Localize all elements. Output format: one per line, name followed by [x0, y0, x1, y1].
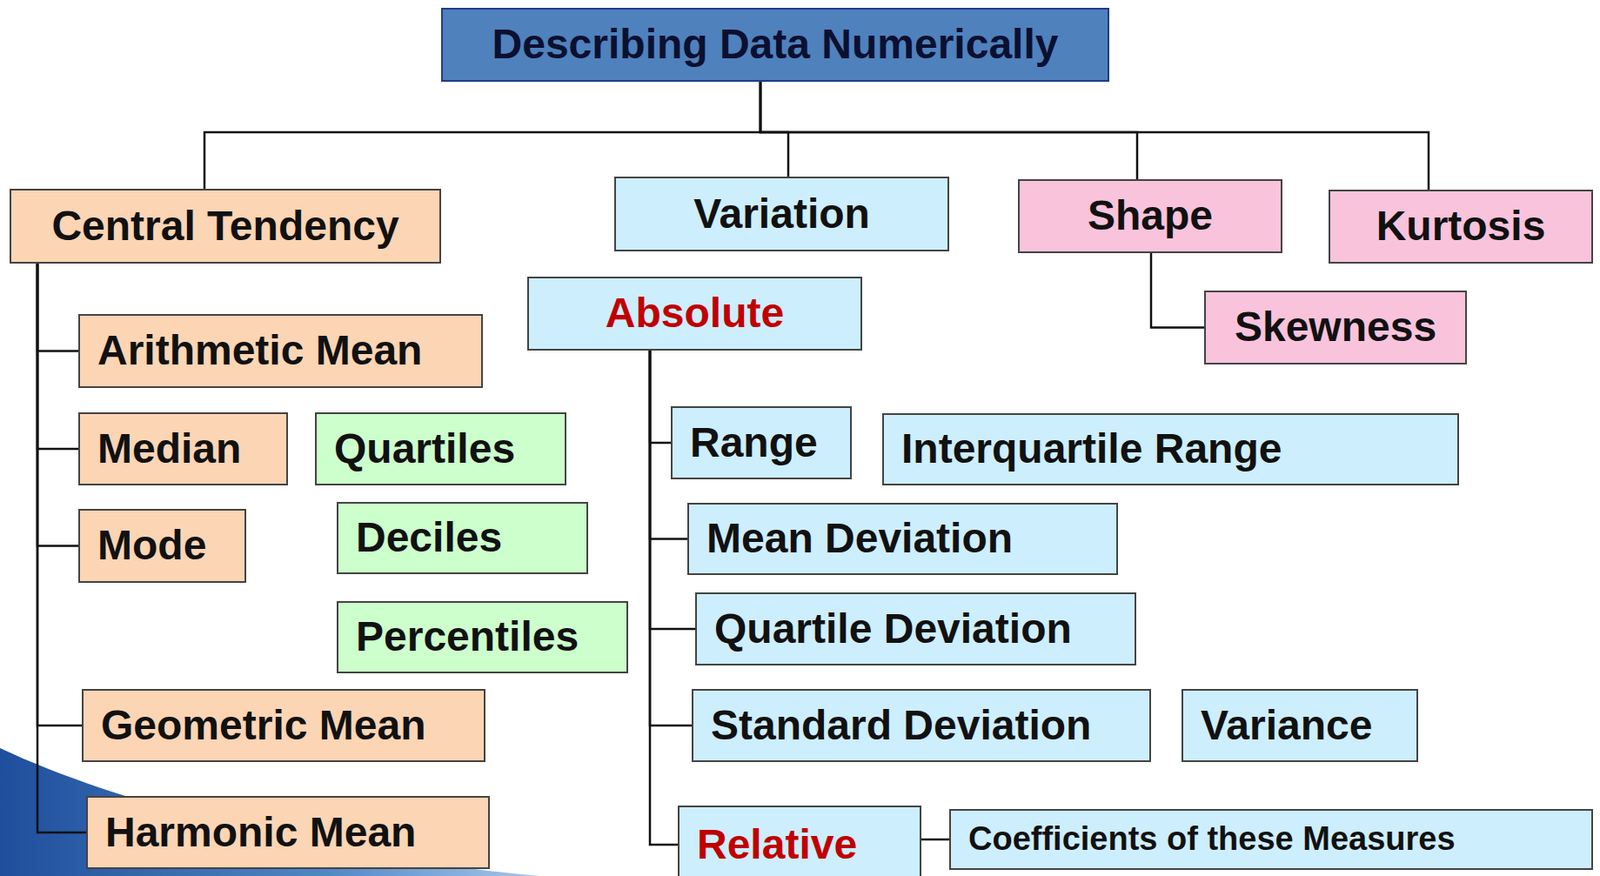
- node-label: Mode: [97, 522, 207, 570]
- measure-box: Harmonic Mean: [86, 796, 490, 870]
- group-box: Relative: [677, 805, 922, 876]
- tree-connector: [204, 81, 761, 189]
- measure-box: Coefficients of these Measures: [949, 809, 1594, 871]
- node-label: Range: [689, 420, 818, 467]
- node-label: Coefficients of these Measures: [968, 821, 1456, 858]
- node-label: Skewness: [1234, 304, 1437, 351]
- node-label: Geometric Mean: [100, 702, 426, 750]
- node-label: Interquartile Range: [901, 426, 1282, 473]
- node-label: Mean Deviation: [706, 515, 1013, 563]
- tree-connector: [37, 263, 79, 352]
- measure-box: Deciles: [336, 502, 589, 575]
- measure-box: Variance: [1181, 689, 1419, 763]
- node-label: Relative: [696, 822, 857, 869]
- measure-box: Median: [78, 412, 288, 486]
- measure-box: Skewness: [1204, 290, 1467, 365]
- measure-box: Standard Deviation: [691, 689, 1152, 763]
- measure-box: Percentiles: [336, 601, 629, 674]
- measure-box: Geometric Mean: [81, 689, 486, 763]
- node-label: Variation: [693, 191, 871, 238]
- node-label: Absolute: [605, 290, 784, 337]
- tree-connector: [1151, 253, 1205, 329]
- category-box: Variation: [614, 176, 950, 252]
- node-label: Deciles: [355, 515, 503, 562]
- measure-box: Arithmetic Mean: [78, 314, 483, 389]
- node-label: Shape: [1087, 193, 1213, 240]
- tree-connector: [760, 81, 789, 177]
- tree-connector: [649, 350, 671, 443]
- category-box: Shape: [1017, 179, 1283, 254]
- group-box: Absolute: [527, 276, 863, 351]
- node-label: Harmonic Mean: [105, 810, 416, 857]
- tree-connector: [37, 263, 79, 547]
- node-label: Kurtosis: [1376, 203, 1547, 250]
- tree-connector: [37, 263, 79, 449]
- node-label: Arithmetic Mean: [97, 328, 422, 375]
- measure-box: Range: [670, 406, 852, 480]
- node-label: Percentiles: [355, 614, 579, 661]
- category-box: Central Tendency: [9, 188, 442, 264]
- measure-box: Quartile Deviation: [695, 592, 1137, 666]
- category-box: Kurtosis: [1328, 189, 1594, 264]
- measure-box: Interquartile Range: [882, 413, 1460, 486]
- tree-connector: [760, 81, 1138, 180]
- node-label: Central Tendency: [51, 203, 399, 250]
- tree-connector: [37, 263, 82, 726]
- node-label: Variance: [1200, 702, 1373, 750]
- node-label: Describing Data Numerically: [492, 21, 1059, 68]
- measure-box: Mean Deviation: [687, 502, 1118, 576]
- swoosh-shape: [0, 748, 540, 876]
- node-label: Quartiles: [334, 426, 516, 473]
- measure-box: Mode: [78, 508, 247, 583]
- title-box: Describing Data Numerically: [441, 7, 1110, 82]
- tree-connector: [760, 81, 1429, 190]
- node-label: Median: [97, 426, 242, 473]
- node-label: Quartile Deviation: [714, 606, 1072, 653]
- tree-connector: [921, 838, 950, 842]
- node-label: Standard Deviation: [710, 702, 1092, 750]
- tree-connector: [649, 350, 696, 630]
- measure-box: Quartiles: [314, 412, 567, 486]
